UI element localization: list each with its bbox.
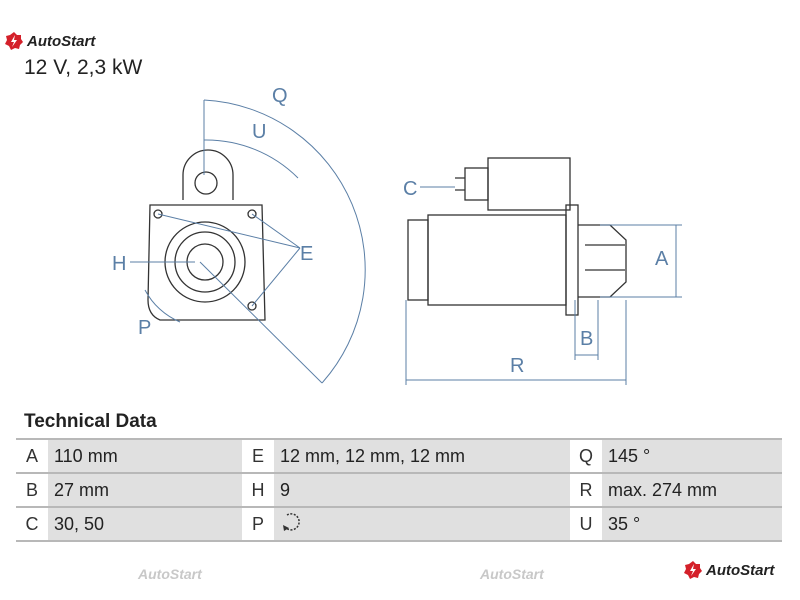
brand-logo: AutoStart — [4, 31, 95, 51]
gear-bolt-icon — [5, 32, 23, 50]
label-r: R — [510, 355, 524, 377]
technical-data-title: Technical Data — [24, 411, 157, 432]
brand-logo: AutoStart — [683, 560, 774, 580]
gear-bolt-icon — [684, 561, 702, 579]
label-u: U — [252, 121, 266, 143]
rotation-ccw-icon — [283, 512, 300, 531]
label-b: B — [580, 328, 593, 350]
watermark: AutoStart — [138, 566, 202, 582]
watermark: AutoStart — [480, 566, 544, 582]
product-subtitle: 12 V, 2,3 kW — [24, 56, 143, 79]
label-c: C — [403, 178, 417, 200]
label-e: E — [300, 243, 313, 265]
label-h: H — [112, 253, 126, 275]
label-q: Q — [272, 85, 288, 107]
side-view — [407, 157, 627, 316]
label-p: P — [138, 317, 151, 339]
starter-diagram: Q U E H P C A B R — [112, 85, 682, 385]
label-a: A — [655, 248, 669, 270]
